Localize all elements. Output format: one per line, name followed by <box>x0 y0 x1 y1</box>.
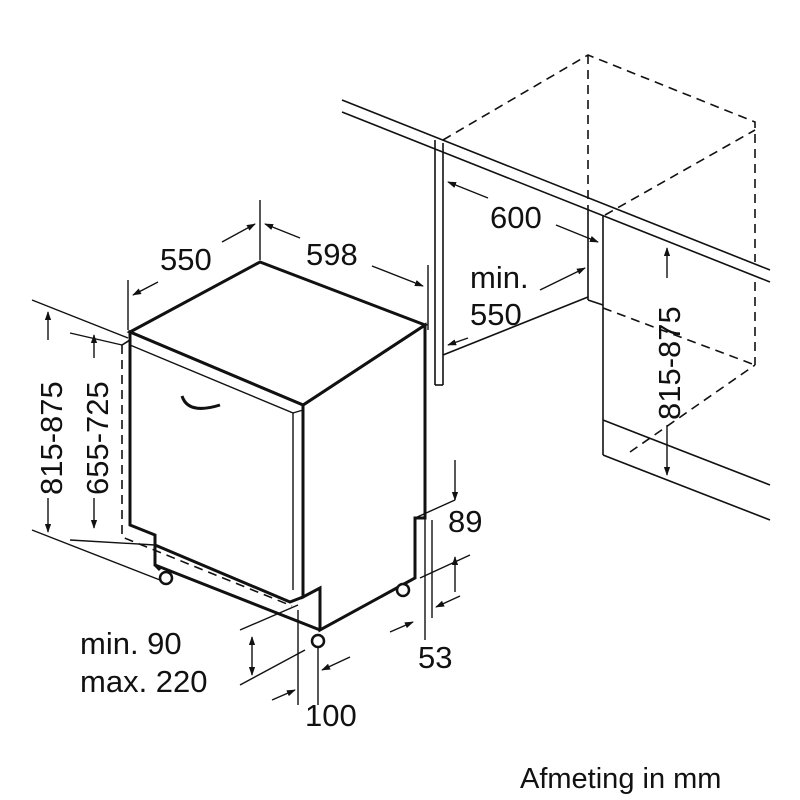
plinth-min-label: min. 90 <box>80 626 182 661</box>
total-height-label: 815-875 <box>34 381 69 495</box>
width-label: 598 <box>306 237 358 272</box>
niche-height-label: 815-875 <box>652 306 687 420</box>
cabinet-niche <box>341 54 771 521</box>
unit-caption: Afmeting in mm <box>520 763 721 795</box>
top-offset-label: 89 <box>448 504 482 539</box>
depth-label: 550 <box>160 242 212 277</box>
niche-depth-label-line2: 550 <box>470 297 522 332</box>
plinth-max-label: max. 220 <box>80 664 208 699</box>
plinth-depth-label: 100 <box>305 698 357 733</box>
door-height-label: 655-725 <box>80 381 115 495</box>
niche-depth-label-line1: min. <box>470 260 529 295</box>
dishwasher-body <box>121 260 429 649</box>
niche-width-label: 600 <box>490 200 542 235</box>
side-offset-label: 53 <box>418 640 452 675</box>
dimension-lines <box>31 181 671 705</box>
